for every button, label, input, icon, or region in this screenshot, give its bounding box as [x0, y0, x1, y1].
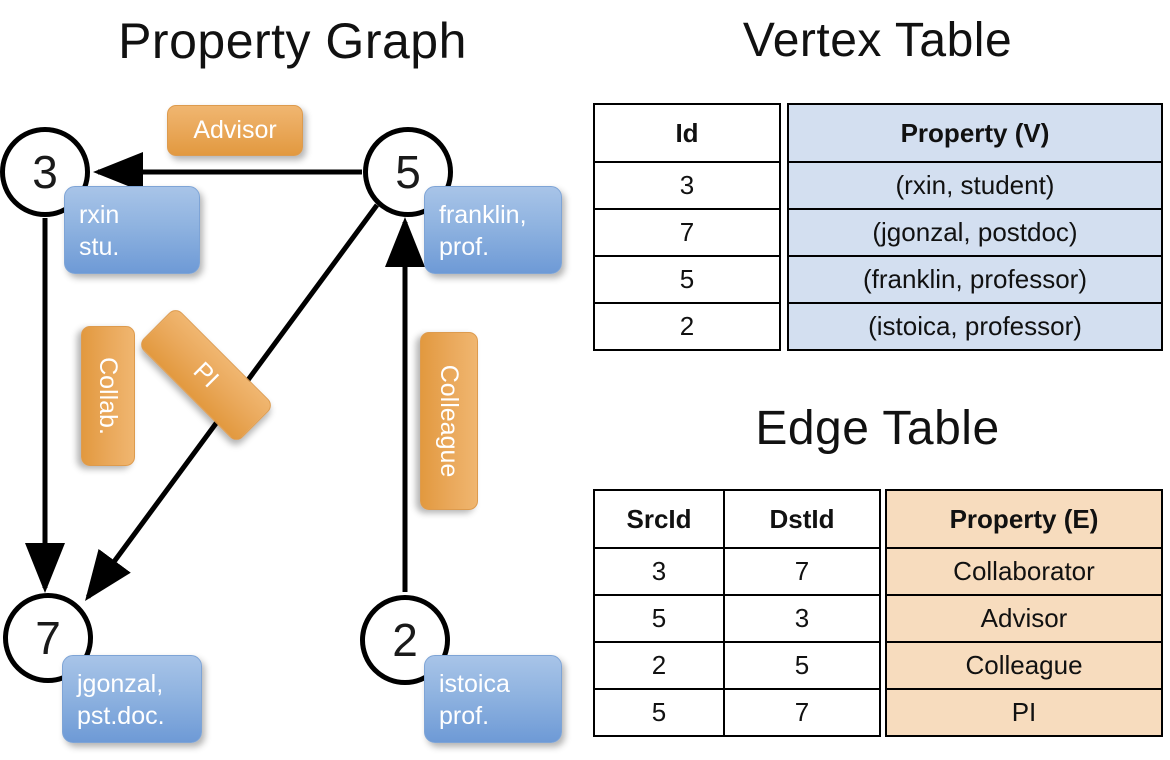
edge-table-header-srcid: SrcId — [593, 489, 725, 549]
edge-table-property-column: Property (E) Collaborator Advisor Collea… — [885, 489, 1163, 737]
table-row: 5 3 — [593, 594, 881, 643]
edge-table-cell-property: Collaborator — [885, 547, 1163, 596]
table-row: 3 — [593, 161, 781, 210]
table-row: Colleague — [885, 641, 1163, 690]
table-row: (franklin, professor) — [787, 255, 1163, 304]
vertex-property-box-rxin[interactable]: rxin stu. — [64, 186, 200, 274]
edge-table-header-dstid: DstId — [723, 489, 881, 549]
vertex-property-istoica-line1: istoica — [439, 670, 510, 698]
table-row: 3 7 — [593, 547, 881, 596]
table-header-row: SrcId DstId — [593, 489, 881, 549]
vertex-table-property-column: Property (V) (rxin, student) (jgonzal, p… — [787, 103, 1163, 351]
table-row: 5 — [593, 255, 781, 304]
graph-node-7-label: 7 — [35, 612, 61, 664]
edge-table-cell-dstid: 5 — [723, 641, 881, 690]
edge-table-cell-property: PI — [885, 688, 1163, 737]
graph-node-5-label: 5 — [395, 146, 421, 198]
vertex-table-id-column: Id 3 7 5 2 — [593, 103, 781, 351]
vertex-table-cell-property: (jgonzal, postdoc) — [787, 208, 1163, 257]
table-header-row: Id — [593, 103, 781, 163]
table-row: PI — [885, 688, 1163, 737]
vertex-property-rxin-line2: stu. — [79, 233, 120, 261]
vertex-property-box-franklin[interactable]: franklin, prof. — [424, 186, 562, 274]
table-row: 2 — [593, 302, 781, 351]
vertex-table-cell-id: 3 — [593, 161, 781, 210]
table-row: (jgonzal, postdoc) — [787, 208, 1163, 257]
property-graph-diagram: 3 5 7 2 rxin stu. franklin, prof. jgonza… — [0, 105, 562, 743]
vertex-table-cell-property: (rxin, student) — [787, 161, 1163, 210]
edge-table-cell-property: Advisor — [885, 594, 1163, 643]
edge-table-cell-dstid: 7 — [723, 688, 881, 737]
edge-label-pi-text: PI — [188, 356, 225, 393]
table-row: 5 7 — [593, 688, 881, 737]
edge-label-colleague-text: Colleague — [435, 364, 464, 478]
graph-node-3-label: 3 — [32, 146, 58, 198]
edge-label-box-collab[interactable]: Collab. — [81, 326, 135, 466]
vertex-table-header-id: Id — [593, 103, 781, 163]
page-title-edge-table: Edge Table — [755, 402, 1000, 455]
vertex-table-cell-id: 5 — [593, 255, 781, 304]
edge-table-cell-property: Colleague — [885, 641, 1163, 690]
graph-node-5[interactable]: 5 — [363, 127, 453, 217]
vertex-property-box-jgonzal[interactable]: jgonzal, pst.doc. — [62, 655, 202, 743]
vertex-table-cell-id: 2 — [593, 302, 781, 351]
edge-table-src-dst-columns: SrcId DstId 3 7 5 3 2 5 5 7 — [593, 489, 881, 737]
edge-label-collab-text: Collab. — [94, 357, 123, 435]
graph-node-2-label: 2 — [392, 614, 418, 666]
table-row: Advisor — [885, 594, 1163, 643]
table-row: (istoica, professor) — [787, 302, 1163, 351]
page-title-vertex-table: Vertex Table — [742, 14, 1013, 67]
vertex-property-istoica-line2: prof. — [439, 702, 490, 730]
vertex-property-franklin-line2: prof. — [439, 233, 490, 261]
edge-table-header-property: Property (E) — [885, 489, 1163, 549]
vertex-property-jgonzal-line1: jgonzal, — [77, 670, 164, 698]
edge-table-cell-srcid: 3 — [593, 547, 725, 596]
edge-label-box-colleague[interactable]: Colleague — [420, 332, 478, 510]
edge-label-box-advisor[interactable]: Advisor — [167, 105, 303, 156]
vertex-table-header-property: Property (V) — [787, 103, 1163, 163]
edge-table-cell-dstid: 3 — [723, 594, 881, 643]
table-row: 2 5 — [593, 641, 881, 690]
table-row: 7 — [593, 208, 781, 257]
table-row: Collaborator — [885, 547, 1163, 596]
page-title-property-graph: Property Graph — [118, 13, 467, 69]
edge-label-advisor-text: Advisor — [193, 116, 277, 144]
edge-table-cell-srcid: 2 — [593, 641, 725, 690]
vertex-property-jgonzal-line2: pst.doc. — [77, 702, 165, 730]
vertex-property-box-istoica[interactable]: istoica prof. — [424, 655, 562, 743]
table-header-row: Property (V) — [787, 103, 1163, 163]
edge-table-cell-srcid: 5 — [593, 594, 725, 643]
vertex-table-cell-property: (istoica, professor) — [787, 302, 1163, 351]
edge-table-cell-dstid: 7 — [723, 547, 881, 596]
table-row: (rxin, student) — [787, 161, 1163, 210]
vertex-table-cell-id: 7 — [593, 208, 781, 257]
table-header-row: Property (E) — [885, 489, 1163, 549]
vertex-property-franklin-line1: franklin, — [439, 201, 527, 229]
graph-node-2[interactable]: 2 — [360, 595, 450, 685]
vertex-property-rxin-line1: rxin — [79, 201, 120, 229]
vertex-table-cell-property: (franklin, professor) — [787, 255, 1163, 304]
edge-table-cell-srcid: 5 — [593, 688, 725, 737]
